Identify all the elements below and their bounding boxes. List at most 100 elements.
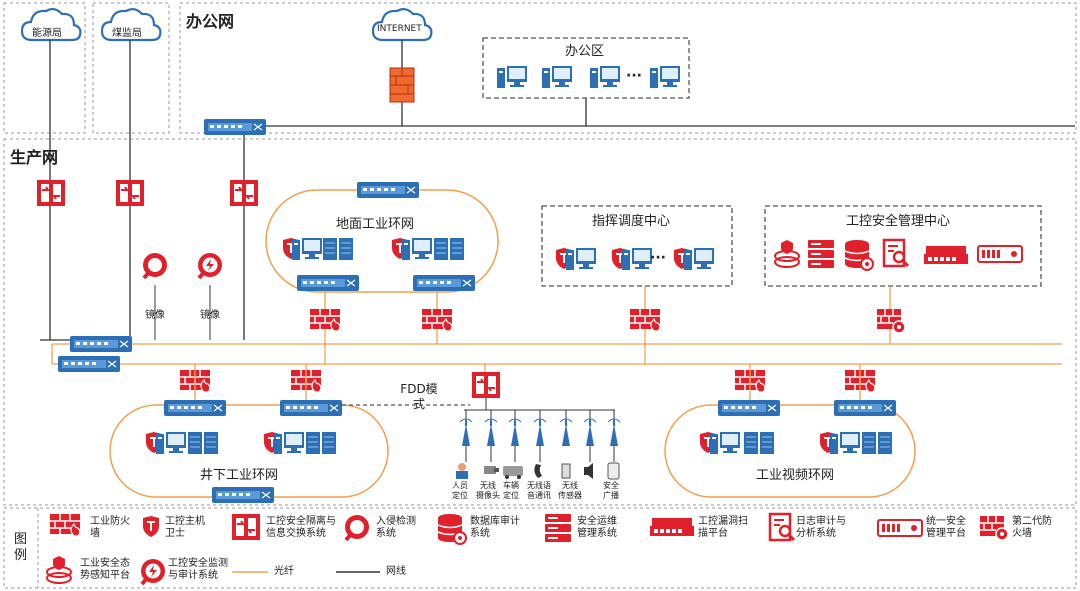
- underground-ring-title: 井下工业环网: [200, 468, 279, 483]
- legend-gateway-icon: [231, 513, 261, 541]
- monitor-mirror-label: 镜像: [200, 310, 220, 321]
- command-center-title: 指挥调度中心: [592, 214, 671, 229]
- fdd-gateway-icon: [471, 371, 501, 399]
- legend-label: 第二代防 火墙: [1012, 516, 1052, 539]
- underground-base-switch-icon: [211, 486, 275, 504]
- ics-mgmt-center-box: [764, 205, 1042, 287]
- core-switch-1-icon: [69, 335, 133, 353]
- ground-rack-icon: [433, 237, 465, 261]
- personnel-locator-icon: [456, 463, 468, 479]
- ngfw-icon: [876, 308, 906, 334]
- office-ellipsis: ···: [626, 68, 642, 84]
- ground-access-switch-icon: [296, 274, 360, 292]
- legend-label: 安全运维 管理系统: [577, 516, 617, 539]
- ground-pc-icon: [402, 238, 432, 260]
- video-pc-icon: [830, 432, 860, 454]
- legend-situation-icon: [46, 555, 72, 584]
- underground-switch-icon: [279, 399, 343, 417]
- office-pc-icon: [542, 66, 572, 88]
- command-center-box: [541, 205, 733, 287]
- situation-awareness-icon: [774, 239, 800, 268]
- wireless-ap-icon: [459, 418, 473, 447]
- wireless-ap-icon: [533, 418, 547, 447]
- legend-title: 图 例: [14, 532, 28, 563]
- ground-ring-switch-icon: [356, 181, 420, 199]
- legend-label: 工控漏洞扫 描平台: [698, 516, 748, 539]
- underground-rack-icon: [305, 431, 337, 455]
- coal-bureau-box: [92, 2, 170, 134]
- video-pc-icon: [710, 432, 740, 454]
- sensor-label: 无线 传感器: [558, 481, 582, 500]
- internet-firewall-icon: [389, 67, 415, 103]
- legend-scanner-icon: [650, 518, 694, 536]
- unified-platform-icon: [977, 245, 1023, 263]
- wireless-ap-icon: [607, 418, 621, 447]
- wireless-sensor-icon: [561, 463, 571, 479]
- wireless-ap-icon: [508, 418, 522, 447]
- office-gateway-icon: [229, 179, 259, 207]
- video-switch-icon: [833, 399, 897, 417]
- energy-bureau-box: [3, 2, 86, 134]
- office-pc-icon: [497, 66, 527, 88]
- legend-label: 数据库审计 系统: [470, 516, 520, 539]
- legend-database-icon: [437, 513, 467, 545]
- wireless-ap-icon: [583, 418, 597, 447]
- legend-label: 光纤: [274, 566, 294, 577]
- wireless-ap-icon: [484, 418, 498, 447]
- underground-switch-icon: [163, 399, 227, 417]
- ids-mirror-label: 镜像: [145, 310, 165, 321]
- coal-gateway-icon: [115, 179, 145, 207]
- production-network-title: 生产网: [10, 148, 59, 167]
- underground-rack-icon: [187, 431, 219, 455]
- legend-label: 工控主机 卫士: [165, 516, 205, 539]
- legend-label: 工控安全隔离与 信息交换系统: [266, 516, 336, 539]
- ics-monitor-icon: [196, 251, 224, 280]
- wireless-ap-icon: [559, 418, 573, 447]
- legend-label: 日志审计与 分析系统: [796, 516, 846, 539]
- core-switch-2-icon: [57, 355, 121, 373]
- legend-log-audit-icon: [768, 512, 796, 542]
- underground-pc-icon: [156, 432, 186, 454]
- video-rack-icon: [743, 431, 775, 455]
- broadcast-icon: [607, 462, 620, 480]
- video-switch-icon: [717, 399, 781, 417]
- fdd-mode-label: FDD模式: [400, 382, 438, 411]
- legend-label: 工业防火 墙: [90, 516, 130, 539]
- vuln-scanner-icon: [924, 246, 968, 264]
- legend-magnifier-icon: [343, 513, 371, 542]
- sensor-label: 安全 广播: [603, 481, 619, 500]
- db-audit-icon: [844, 239, 874, 271]
- production-network-box: [3, 138, 1077, 506]
- command-pc-icon: [622, 248, 652, 270]
- legend-server-icon: [545, 514, 571, 542]
- command-pc-icon: [684, 248, 714, 270]
- legend-ngfw-icon: [979, 515, 1009, 541]
- ids-icon: [141, 251, 169, 280]
- sensor-label: 车辆 定位: [503, 481, 519, 500]
- legend-label: 工业安全态 势感知平台: [80, 558, 130, 581]
- energy-bureau-label: 能源局: [32, 28, 62, 39]
- ground-firewall-icon: [421, 308, 453, 332]
- legend-label: 入侵检测 系统: [376, 516, 416, 539]
- log-audit-icon: [882, 238, 910, 268]
- coal-bureau-label: 煤监局: [112, 28, 142, 39]
- vehicle-locator-icon: [503, 466, 523, 479]
- video-ring-title: 工业视频环网: [756, 468, 835, 483]
- ground-firewall-icon: [309, 308, 341, 332]
- video-ring-outline: [664, 404, 916, 498]
- ground-pc-icon: [292, 238, 322, 260]
- voice-phone-icon: [534, 464, 542, 478]
- command-firewall-icon: [629, 308, 661, 332]
- office-network-title: 办公网: [186, 12, 235, 31]
- office-pc-icon: [650, 66, 680, 88]
- ground-ring-title: 地面工业环网: [336, 217, 415, 232]
- sensor-label: 人员 定位: [452, 481, 468, 500]
- command-pc-icon: [566, 248, 596, 270]
- ops-mgmt-server-icon: [808, 240, 834, 268]
- office-network-box: [179, 2, 1077, 134]
- office-core-switch-icon: [203, 118, 267, 136]
- sensor-label: 无线语 音通讯: [527, 481, 551, 500]
- speaker-icon: [584, 463, 593, 479]
- underground-pc-icon: [274, 432, 304, 454]
